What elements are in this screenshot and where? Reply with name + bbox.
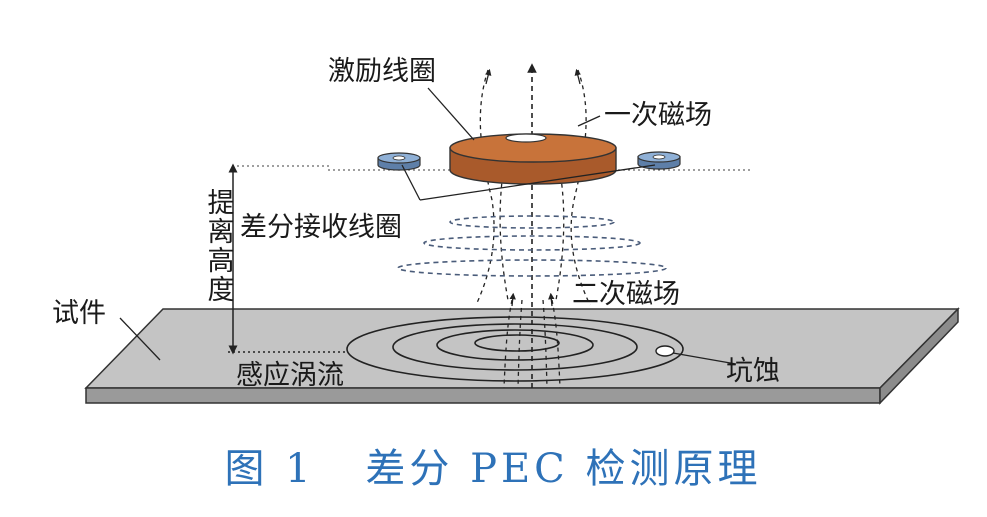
label-pit: 坑蚀 xyxy=(726,356,780,387)
leader-excitation-coil xyxy=(427,87,475,141)
primary-field-lines xyxy=(475,69,591,306)
label-lift-off-height: 提离高度 xyxy=(203,188,235,304)
label-excitation-coil: 激励线圈 xyxy=(328,56,436,87)
secondary-field-lines xyxy=(503,299,561,389)
flux-ellipse-3 xyxy=(397,259,667,277)
leader-receiver-left xyxy=(401,164,421,201)
label-eddy-current: 感应涡流 xyxy=(236,360,344,391)
eddy-ring-inner xyxy=(474,334,560,352)
leader-receiver-right xyxy=(419,164,656,201)
plate-side-face xyxy=(879,307,959,405)
eddy-ring-outer xyxy=(346,316,684,382)
flux-ellipse-1 xyxy=(449,215,615,229)
figure-number: 图 1 xyxy=(224,446,314,492)
leader-specimen xyxy=(119,317,161,361)
primary-field-arrow-left xyxy=(485,68,492,85)
coil-center-hole xyxy=(505,133,547,143)
receiver-coil-left xyxy=(377,152,421,171)
label-specimen: 试件 xyxy=(52,298,106,329)
label-diff-receiver-coil: 差分接收线圈 xyxy=(240,212,402,243)
eddy-ring-3 xyxy=(436,329,594,361)
secondary-field-arrow-1 xyxy=(509,292,516,307)
plate-front-face xyxy=(85,387,881,404)
figure-title: 差分 PEC 检测原理 xyxy=(365,446,761,492)
secondary-field-arrow-2 xyxy=(548,292,555,307)
flux-ellipse-2 xyxy=(423,235,641,251)
leader-primary-field xyxy=(577,115,601,127)
primary-field-arrow-right xyxy=(574,68,581,85)
specimen-plate xyxy=(84,307,960,405)
flux-ellipses xyxy=(397,215,667,277)
figure-caption: 图 1 差分 PEC 检测原理 xyxy=(224,446,761,492)
plate-top-face xyxy=(84,308,960,389)
eddy-current-rings xyxy=(346,316,684,382)
label-primary-field: 一次磁场 xyxy=(604,100,712,131)
label-secondary-field: 二次磁场 xyxy=(572,279,680,310)
excitation-coil xyxy=(449,133,617,185)
eddy-ring-2 xyxy=(392,323,638,371)
pit-defect xyxy=(655,345,737,365)
leader-lines xyxy=(119,87,656,361)
